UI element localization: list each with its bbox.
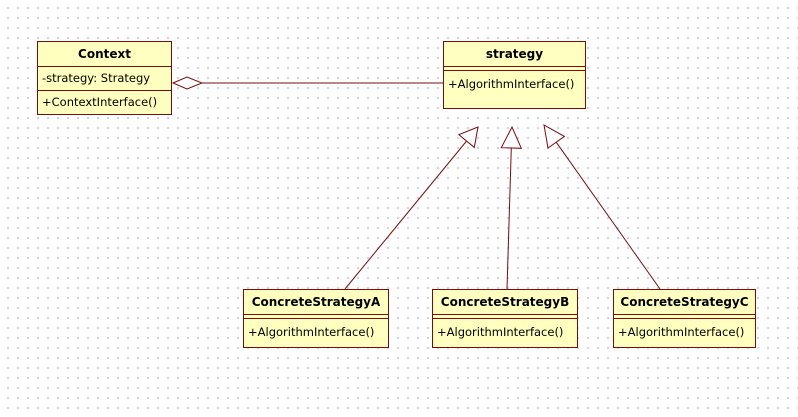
aggregation-diamond-icon: [171, 76, 204, 90]
aggregation-connector[interactable]: [171, 76, 443, 90]
class-concrete-strategy-a-operations: +AlgorithmInterface(): [244, 318, 388, 347]
class-context[interactable]: Context -strategy: Strategy +ContextInte…: [37, 41, 172, 115]
class-concrete-strategy-b-name: ConcreteStrategyB: [440, 295, 570, 309]
generalization-line-c: [555, 141, 661, 290]
class-context-name: Context: [78, 47, 131, 61]
class-context-operations: +ContextInterface(): [38, 90, 171, 114]
class-concrete-strategy-b-attributes: [433, 314, 577, 318]
generalization-arrowhead-a-icon: [457, 126, 479, 149]
class-concrete-strategy-a-name: ConcreteStrategyA: [251, 295, 381, 309]
class-strategy-operation: +AlgorithmInterface(): [448, 77, 575, 91]
class-strategy-operations: +AlgorithmInterface(): [444, 70, 585, 108]
class-concrete-strategy-a-attributes: [244, 314, 388, 318]
class-concrete-strategy-b[interactable]: ConcreteStrategyB +AlgorithmInterface(): [432, 289, 578, 348]
class-strategy-attributes: [444, 66, 585, 70]
class-context-attributes: -strategy: Strategy: [38, 66, 171, 90]
generalization-connector-c[interactable]: [543, 124, 661, 290]
class-concrete-strategy-c-operations: +AlgorithmInterface(): [614, 318, 755, 347]
generalization-arrowhead-b-icon: [500, 125, 523, 149]
class-concrete-strategy-c-attributes: [614, 314, 755, 318]
class-concrete-strategy-c-name: ConcreteStrategyC: [620, 295, 749, 309]
class-context-attribute: -strategy: Strategy: [42, 71, 151, 85]
class-concrete-strategy-c-operation: +AlgorithmInterface(): [618, 325, 745, 339]
class-strategy[interactable]: strategy +AlgorithmInterface(): [443, 41, 586, 109]
generalization-arrowhead-c-icon: [543, 124, 566, 149]
class-concrete-strategy-a[interactable]: ConcreteStrategyA +AlgorithmInterface(): [243, 289, 389, 348]
class-concrete-strategy-b-operation: +AlgorithmInterface(): [437, 325, 564, 339]
generalization-connector-a[interactable]: [344, 126, 479, 290]
class-concrete-strategy-a-operation: +AlgorithmInterface(): [248, 325, 375, 339]
class-concrete-strategy-c[interactable]: ConcreteStrategyC +AlgorithmInterface(): [613, 289, 756, 348]
class-context-operation: +ContextInterface(): [42, 95, 158, 109]
generalization-connector-b[interactable]: [500, 125, 523, 290]
class-strategy-name: strategy: [485, 47, 544, 61]
generalization-line-b: [506, 147, 512, 290]
generalization-line-a: [344, 140, 467, 290]
class-concrete-strategy-b-operations: +AlgorithmInterface(): [433, 318, 577, 347]
